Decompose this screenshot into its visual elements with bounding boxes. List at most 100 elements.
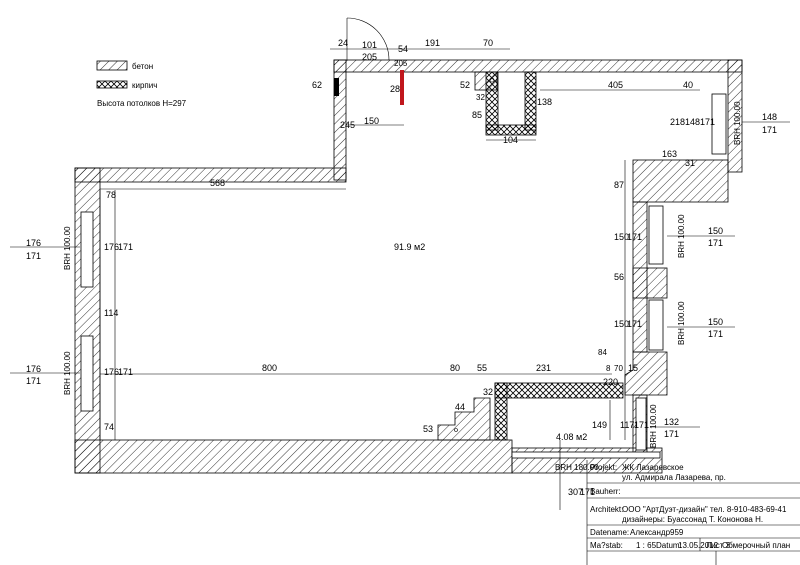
window-callout: 176 [26,364,41,374]
massstab-value: 1 : 65 [636,541,657,550]
dim-label: 28 [390,84,400,94]
dim-label: 149 [592,420,607,430]
window-callout: 171 [708,329,723,339]
architekt-line2: дизайнеры: Буассонад Т. Кононова Н. [622,515,763,524]
main-room-area: 91.9 м2 [394,242,425,252]
dim-label: 52 [460,80,470,90]
architekt-label: Architekt: [590,505,623,514]
sheet-label: Лист 3 [706,541,731,550]
dim-label: 104 [503,135,518,145]
dimension-labels: 24 101 205 54 191 70 205 28 62 52 405 40… [104,38,715,497]
dim-label: 31 [685,158,695,168]
dim-label: 78 [106,190,116,200]
dim-label: 148 [685,117,700,127]
dim-label: 171 [627,232,642,242]
dim-label: 150 [614,232,629,242]
datum-label: Datum: [656,541,682,550]
concrete-label: бетон [132,62,153,71]
fixture-icon [489,77,495,83]
projekt-line1: ЖК Лазаревское [622,463,684,472]
window-callout: 171 [26,251,41,261]
brick-swatch [96,80,128,89]
dim-label: 205 [394,59,408,68]
window-callout: 176 [26,238,41,248]
dim-label: 15 [628,363,638,373]
legend: бетон кирпич Высота потолков H=297 [96,60,187,108]
datename-value: Александр959 [630,528,684,537]
dim-label: 24 [338,38,348,48]
dim-label: 171 [118,242,133,252]
dim-label: 84 [598,348,607,357]
red-marker [400,70,404,105]
black-marker [334,78,339,96]
window-callout: 171 [26,376,41,386]
dim-label: 85 [472,110,482,120]
dim-label: 87 [614,180,624,190]
dim-label: 54 [398,44,408,54]
dim-label: 245 [340,120,355,130]
window-callout: 150 [708,317,723,327]
dim-label: 55 [477,363,487,373]
dim-label: 56 [614,272,624,282]
projekt-label: Projekt: [590,463,617,472]
dim-label: 205 [362,52,377,62]
dim-label: 220 [603,377,618,387]
concrete-swatch [96,60,128,71]
dim-label: 171 [627,319,642,329]
window-brh: BRH 100.00 [649,404,658,448]
fixture-icon [454,428,458,432]
dim-label: 101 [362,40,377,50]
window-brh: BRH 180.00 [555,463,599,472]
windows [80,93,727,459]
dim-label: 307 [568,487,583,497]
dim-label: 150 [364,116,379,126]
dim-label: 117 [620,420,634,430]
projekt-line2: ул. Адмирала Лазарева, пр. [622,473,726,482]
dim-label: 44 [455,402,465,412]
window-callout: 148 [762,112,777,122]
dim-label: 32 [483,387,493,397]
architekt-line1: ООО "АртДуэт-дизайн" тел. 8-910-483-69-4… [622,505,787,514]
dim-label: 8 [606,364,611,373]
window-brh: BRH 100.00 [63,351,72,395]
dim-label: 114 [104,308,118,318]
bathroom-area: 4.08 м2 [556,432,587,442]
dim-label: 568 [210,178,225,188]
window-callout: 171 [708,238,723,248]
dim-label: 40 [683,80,693,90]
title-block: Projekt: ЖК Лазаревское ул. Адмирала Лаз… [586,460,800,565]
dim-label: 231 [536,363,551,373]
dim-label: 150 [614,319,629,329]
window-callout: 150 [708,226,723,236]
window-callout: 132 [664,417,679,427]
dim-label: 80 [450,363,460,373]
dim-label: 171 [580,487,595,497]
datum-value: 13.05.2012 [678,541,719,550]
dim-label: 62 [312,80,322,90]
dim-label: 171 [700,117,715,127]
window-callout: 171 [762,125,777,135]
dim-label: 32 [476,93,485,102]
window-callout: 171 [664,429,679,439]
dim-label: 191 [425,38,440,48]
dimension-lines [10,48,790,510]
dim-label: 74 [104,422,114,432]
ceiling-height: Высота потолков H=297 [97,99,187,108]
dim-label: 70 [483,38,493,48]
plan-name: Обмерочный план [722,541,790,550]
brick-label: кирпич [132,81,157,90]
dim-label: 171 [634,420,649,430]
window-brh: BRH 100.00 [63,226,72,270]
dim-label: 800 [262,363,277,373]
dim-label: 171 [118,367,133,377]
bauherr-label: Bauherr: [590,487,621,496]
datename-label: Datename: [590,528,629,537]
dim-label: 53 [423,424,433,434]
dim-label: 70 [614,364,623,373]
dim-label: 163 [662,149,677,159]
window-callouts: 176 171 176 171 148 171 150 171 150 171 … [26,101,777,472]
door-swing [346,17,390,61]
dim-label: 405 [608,80,623,90]
dim-label: 218 [670,117,685,127]
